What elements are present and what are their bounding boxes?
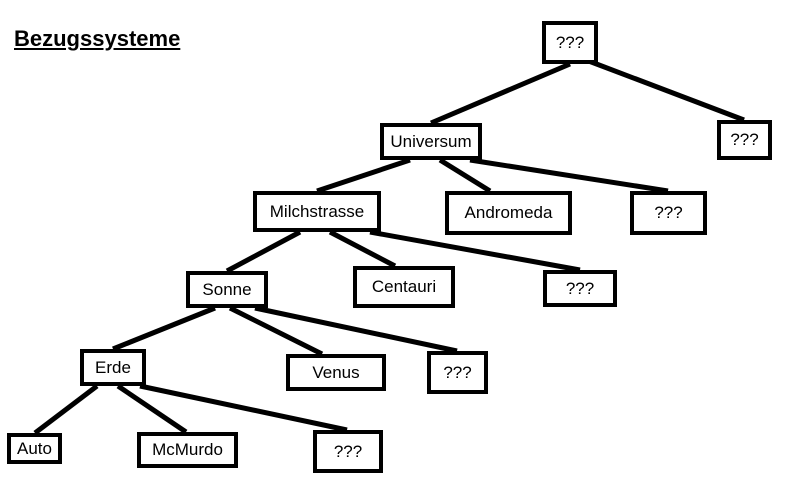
edge-sonne-unknown [254,305,458,354]
edge-erde-unknown [139,383,348,433]
edge-erde-mcmurdo [116,383,188,435]
node-centauri: Centauri [353,266,455,308]
edge-sonne-venus [228,305,324,357]
node-universum-unknown: ??? [630,191,707,235]
edge-milchstrasse-unknown [369,229,581,273]
edge-root-universum [430,61,571,126]
edge-root-top-unknown [585,57,745,123]
node-erde-unknown: ??? [313,430,383,473]
diagram-title: Bezugssysteme [14,26,181,51]
node-venus: Venus [286,354,386,391]
node-erde: Erde [80,349,146,386]
node-milchstrasse: Milchstrasse [253,191,381,232]
node-auto: Auto [7,433,62,464]
edge-universum-andromeda [438,157,492,194]
edge-milchstrasse-sonne [225,229,302,274]
edge-milchstrasse-centauri [328,229,397,269]
node-andromeda: Andromeda [445,191,572,235]
edge-universum-unknown [469,157,669,194]
node-milchstrasse-unknown: ??? [543,270,617,307]
node-universum: Universum [380,123,482,160]
edge-erde-auto [33,384,99,435]
node-root-unknown: ??? [542,21,598,64]
edge-sonne-erde [112,305,216,352]
node-mcmurdo: McMurdo [137,432,238,468]
edge-universum-milchstrasse [316,157,411,194]
node-top-unknown: ??? [717,120,772,160]
node-sonne: Sonne [186,271,268,308]
node-sonne-unknown: ??? [427,351,488,394]
